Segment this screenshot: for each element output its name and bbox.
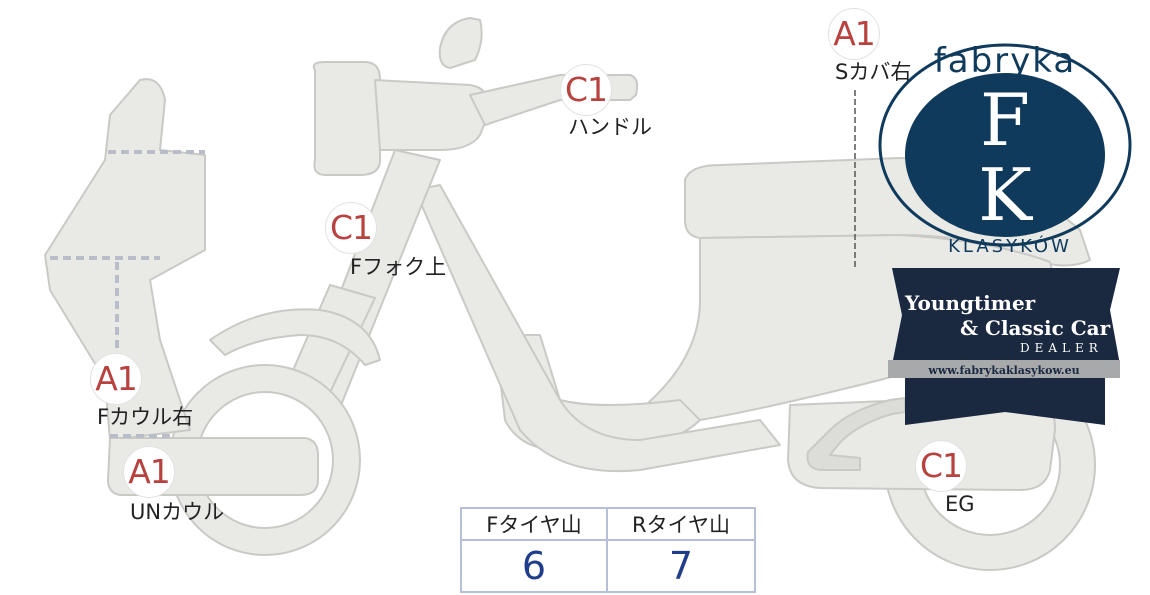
grade-badge-handlebar: C1	[560, 64, 612, 116]
logo-banner-line-3: DEALER	[1020, 341, 1103, 355]
front-fender	[209, 308, 381, 366]
logo-banner	[892, 268, 1120, 365]
label-front-fork-upper: Fフォク上	[350, 255, 447, 279]
logo-banner-line-2: & Classic Car	[960, 316, 1111, 340]
logo-letter-k: K	[978, 153, 1033, 237]
headlight	[312, 61, 381, 176]
label-engine: EG	[945, 492, 975, 516]
logo-banner-tail	[905, 378, 1105, 425]
label-s-cover-right: Sカバ右	[835, 60, 912, 84]
grade-badge-s-cover-right: A1	[828, 8, 880, 60]
rear-tire-value: 7	[668, 544, 694, 588]
exhaust-pipe	[806, 397, 906, 471]
label-handlebar: ハンドル	[568, 115, 652, 139]
grade-badge-engine: C1	[915, 440, 967, 492]
logo-letter-f: F	[980, 78, 1030, 162]
rear-tire-header: Rタイヤ山	[608, 509, 754, 541]
label-under-cowl: UNカウル	[130, 500, 225, 524]
front-tire-header: Fタイヤ山	[462, 509, 608, 541]
label-front-cowl-right: Fカウル右	[97, 405, 194, 429]
grade-badge-under-cowl: A1	[123, 446, 175, 498]
handlebar-housing	[374, 79, 491, 151]
front-tire-value: 6	[462, 541, 608, 591]
logo-top-word: fabryka	[934, 41, 1076, 81]
tire-tread-table: Fタイヤ山 Rタイヤ山 6 7	[460, 507, 756, 593]
logo-url-strip	[888, 360, 1120, 378]
mirror	[438, 17, 483, 69]
front-cowl	[44, 78, 206, 441]
logo-url: www.fabrykaklasykow.eu	[927, 364, 1079, 377]
fabryka-klasykow-logo: fabryka F K KLASYKÓW Youngtimer & Classi…	[878, 41, 1132, 425]
grade-badge-front-cowl-right: A1	[90, 353, 142, 405]
logo-arc-word: KLASYKÓW	[948, 235, 1072, 257]
logo-disc	[905, 73, 1105, 237]
grade-badge-front-fork-upper: C1	[325, 202, 377, 254]
logo-ring	[878, 43, 1132, 247]
logo-banner-line-1: Youngtimer	[904, 291, 1036, 315]
frame-tube	[414, 184, 781, 473]
